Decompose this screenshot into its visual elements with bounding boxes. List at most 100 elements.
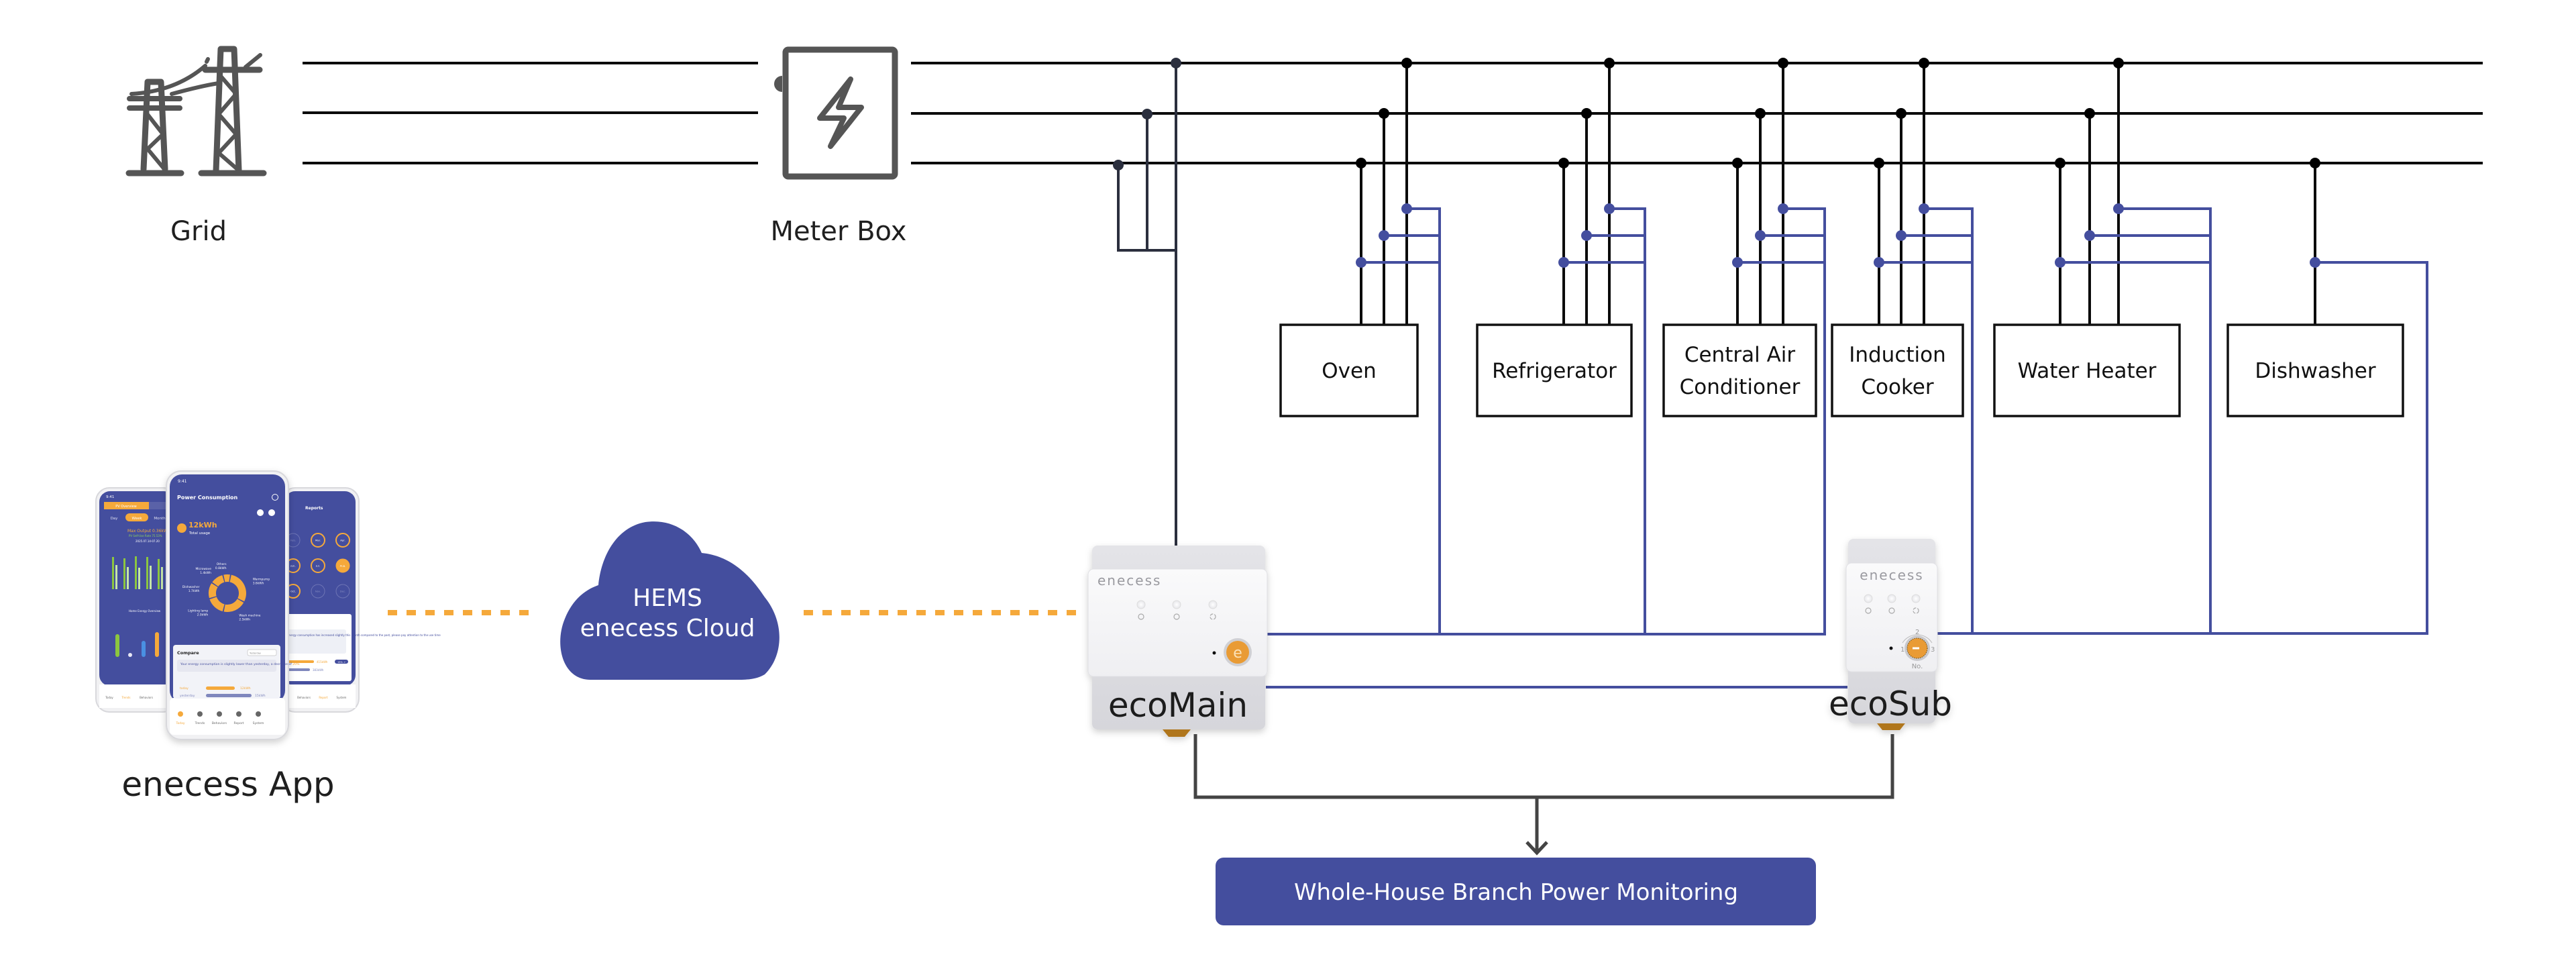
- ct-sensor-dot: [2055, 257, 2065, 268]
- phone-center: 9:41 Power Consumption 12kWh Total usage…: [166, 470, 300, 740]
- ct-sensor-dot: [1604, 203, 1615, 214]
- ct-sensor-dot: [2113, 203, 2124, 214]
- appliance-box: [1662, 323, 1817, 417]
- nav-item-system[interactable]: System: [253, 721, 264, 725]
- appliance-water-heater[interactable]: Water Heater: [1993, 58, 2212, 633]
- expand-icon[interactable]: [268, 509, 275, 516]
- month-apr[interactable]: [335, 533, 350, 548]
- appliance-label: Conditioner: [1680, 375, 1801, 399]
- left-bar-chart-2: [115, 632, 159, 657]
- sync-led: [1208, 600, 1218, 609]
- donut-slice: [209, 583, 218, 599]
- appliance-label: Induction: [1849, 343, 1946, 367]
- bar-today-value: 12kWh: [240, 686, 251, 691]
- left-tab-pv[interactable]: PV Overview: [115, 505, 137, 509]
- arrow-down-icon: [1525, 841, 1548, 856]
- month-jul[interactable]: [311, 558, 325, 573]
- ct-sensor-dot: [1732, 257, 1743, 268]
- bus-junction-dot: [1732, 158, 1743, 168]
- ecomain-e-button[interactable]: e: [1224, 638, 1252, 666]
- cloud-line1: HEMS: [633, 584, 702, 612]
- reset-pinhole[interactable]: [1889, 646, 1893, 650]
- bolt-badge-icon: [177, 523, 186, 533]
- compare-select[interactable]: [247, 649, 277, 656]
- appliance-oven[interactable]: Oven: [1279, 58, 1441, 634]
- ecosub-address-dial[interactable]: 1 2 3 No.: [1900, 629, 1935, 670]
- left-nav-behaviors[interactable]: Behaviors: [140, 696, 153, 699]
- month-label: Jul.: [315, 564, 320, 568]
- bus-junction-dot: [1558, 158, 1569, 168]
- ct-sensor-dot: [1874, 257, 1884, 268]
- left-nav-today[interactable]: Today: [105, 696, 113, 699]
- output-connector: [1193, 734, 1894, 856]
- month-label: Feb.: [290, 539, 296, 542]
- left-sub: PV Self-Use Rate 75.53%: [129, 534, 162, 538]
- appliance-dishwasher[interactable]: Dishwasher: [2226, 158, 2428, 633]
- left-period-month[interactable]: Month: [154, 517, 166, 521]
- right-bar1-badge: 15% ↗: [337, 661, 345, 664]
- network-led: [1172, 600, 1181, 609]
- month-label: Dec.: [340, 590, 346, 593]
- donut-label: Wash machine: [239, 613, 260, 617]
- headset-icon[interactable]: [272, 494, 278, 501]
- hems-cloud[interactable]: HEMS enecess Cloud: [560, 521, 780, 680]
- nav-item-trends[interactable]: Trends: [195, 721, 205, 725]
- right-title: Reports: [305, 506, 323, 511]
- left-period-day[interactable]: Day: [111, 517, 119, 521]
- right-nav-report[interactable]: Report: [319, 696, 328, 699]
- network-led: [1887, 594, 1896, 603]
- month-aug[interactable]: [335, 558, 350, 573]
- bus-junction-dot: [2310, 158, 2320, 168]
- donut-label: Dishwasher: [182, 585, 200, 589]
- nav-item-today[interactable]: Today: [175, 721, 184, 725]
- appliance-box: [1831, 323, 1964, 417]
- grid-label: Grid: [170, 216, 227, 247]
- donut-slice: [209, 597, 225, 612]
- ct-sensor-dot: [1755, 230, 1766, 241]
- ct-sensor-dot: [2310, 257, 2320, 268]
- left-time: 9:41: [106, 495, 114, 499]
- ecomain-brand-logo: enecess: [1097, 572, 1161, 589]
- left-nav-trends[interactable]: Trends: [121, 696, 130, 699]
- nav-item-behaviors[interactable]: Behaviors: [212, 721, 227, 725]
- right-nav-system[interactable]: System: [337, 696, 347, 699]
- bus-junction-dot: [1755, 108, 1766, 119]
- month-label: Nov.: [315, 590, 321, 593]
- cloud-line2: enecess Cloud: [580, 615, 755, 642]
- donut-value: 1.7kWh: [189, 589, 200, 593]
- monitoring-output-button[interactable]: Whole-House Branch Power Monitoring: [1216, 858, 1816, 925]
- dial-pos-3: 3: [1931, 646, 1935, 654]
- phone-left: 9:41 PV Overview Day Week Month Max Outp…: [95, 487, 177, 713]
- month-label: Oct.: [290, 590, 296, 593]
- power-led: [1136, 600, 1146, 609]
- right-note: Energy consumption has increased slightl…: [287, 633, 441, 637]
- bus-junction-dot: [1604, 58, 1615, 68]
- switch-icon[interactable]: [257, 509, 264, 516]
- reset-pinhole[interactable]: [1212, 651, 1216, 655]
- enecess-app-mockup[interactable]: 9:41 PV Overview Day Week Month Max Outp…: [95, 470, 441, 740]
- donut-value: 0.8kWh: [215, 566, 227, 570]
- month-label: Aug.: [340, 564, 346, 568]
- dial-caption: No.: [1912, 663, 1923, 670]
- month-nov[interactable]: [311, 584, 325, 599]
- ct-sensor-dot: [1919, 203, 1929, 214]
- ecosub-device[interactable]: enecess 1 2 3 No. ecoSub: [1829, 539, 1952, 730]
- donut-slice: [223, 574, 230, 582]
- nav-item-report[interactable]: Report: [234, 721, 244, 725]
- ecosub-indicators: [1864, 594, 1921, 614]
- donut-label: Microwave: [196, 567, 212, 571]
- left-headline: Max Output 0.36kW: [127, 529, 168, 533]
- appliance-refrigerator[interactable]: Refrigerator: [1476, 58, 1646, 634]
- ecomain-device[interactable]: enecess e ecoMain: [1087, 546, 1268, 737]
- nav-icon-trends: [197, 711, 203, 717]
- globe-icon: [1888, 607, 1895, 614]
- e-logo-icon: e: [1233, 645, 1242, 662]
- left-period-week[interactable]: Week: [131, 517, 142, 521]
- month-mar[interactable]: [311, 533, 325, 548]
- month-dec[interactable]: [335, 584, 350, 599]
- dial-pos-1: 1: [1900, 646, 1904, 654]
- right-nav-behaviors[interactable]: Behaviors: [297, 696, 311, 699]
